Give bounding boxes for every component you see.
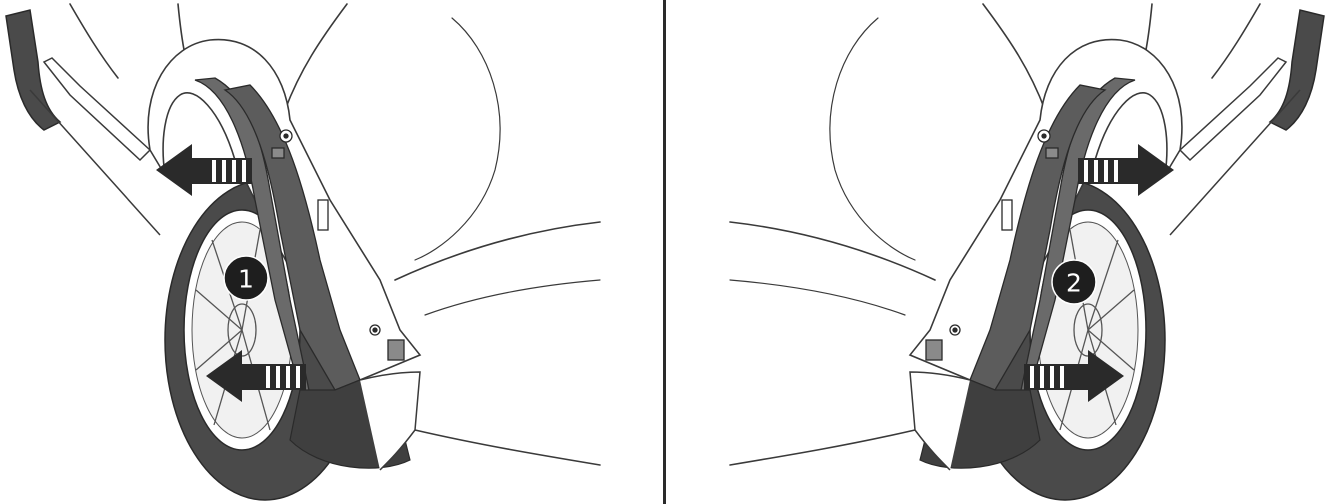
step-number: 2 (1066, 269, 1082, 298)
side-mirror (6, 10, 160, 235)
body-line (178, 4, 185, 55)
body-line (1212, 4, 1260, 78)
sill-line (730, 280, 905, 315)
sill-line (730, 222, 935, 280)
body-line (1145, 4, 1152, 55)
sill-line (415, 430, 600, 465)
door-crease-line (830, 18, 915, 260)
sill-line (730, 430, 915, 465)
step-badge-1: 1 (224, 256, 268, 300)
body-line (70, 4, 118, 78)
step-number: 1 (238, 265, 254, 294)
sill-line (425, 280, 600, 315)
panel-step-1: 1 (0, 0, 664, 504)
side-mirror (1170, 10, 1324, 235)
wheel-liner-diagram-left: 1 (0, 0, 664, 504)
panel-step-2: 2 (666, 0, 1330, 504)
body-line (983, 4, 1045, 110)
wheel-liner-diagram-right: 2 (666, 0, 1330, 504)
sill-line (395, 222, 600, 280)
door-crease-line (415, 18, 500, 260)
body-line (285, 4, 347, 110)
